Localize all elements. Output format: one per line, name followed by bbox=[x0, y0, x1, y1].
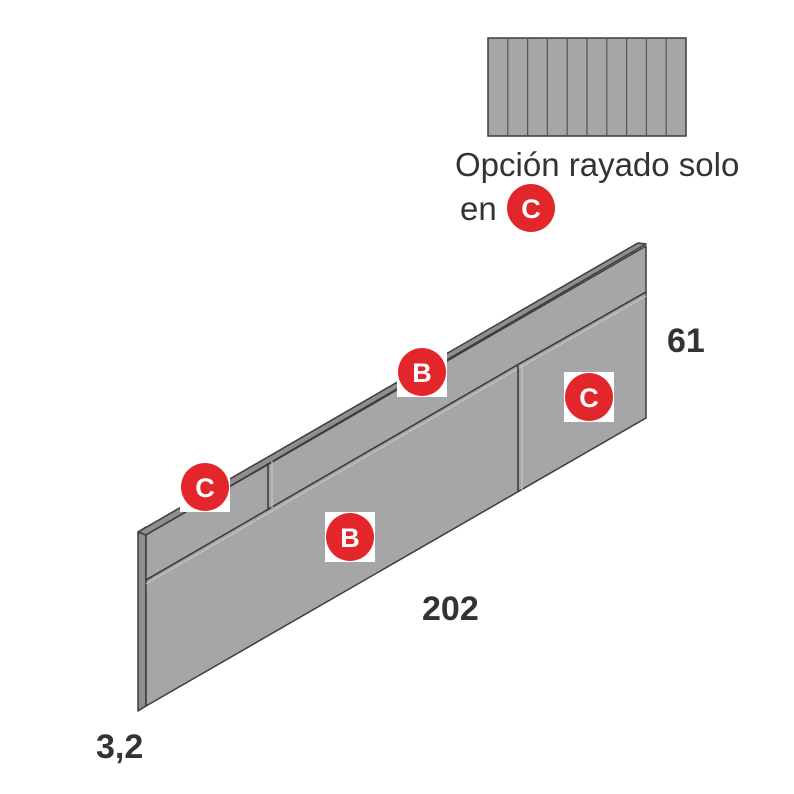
legend-text-line2: en bbox=[460, 190, 497, 227]
svg-text:B: B bbox=[412, 358, 432, 388]
svg-text:C: C bbox=[195, 473, 215, 503]
front-edge bbox=[137, 526, 147, 712]
svg-text:B: B bbox=[340, 523, 360, 553]
dimension-width: 202 bbox=[422, 590, 479, 628]
legend-badge-c: C bbox=[507, 184, 555, 232]
badge-middle-large-b: B bbox=[325, 512, 375, 562]
legend-text-line1: Opción rayado solo bbox=[455, 146, 739, 183]
top-edge bbox=[137, 242, 647, 536]
dimension-thickness: 3,2 bbox=[96, 728, 143, 766]
badge-top-left-c: C bbox=[180, 462, 230, 512]
badge-top-middle-b: B bbox=[397, 347, 447, 397]
dimension-height: 61 bbox=[667, 322, 705, 360]
svg-text:C: C bbox=[521, 194, 541, 224]
panel-face bbox=[145, 245, 647, 707]
badge-right-c: C bbox=[564, 372, 614, 422]
headboard-panel bbox=[137, 242, 647, 712]
striped-option-swatch bbox=[487, 37, 687, 137]
svg-text:C: C bbox=[579, 383, 599, 413]
